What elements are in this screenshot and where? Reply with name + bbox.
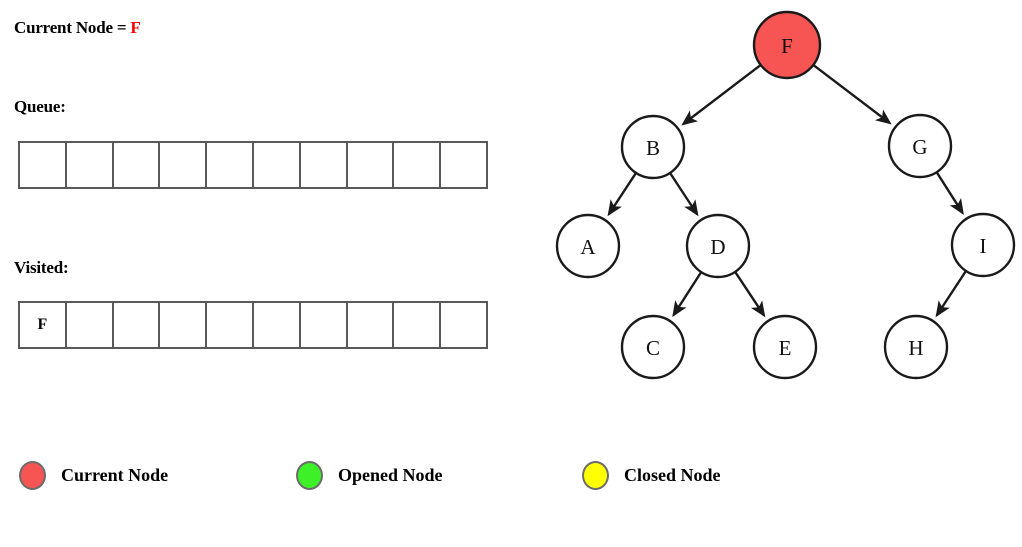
tree-edge bbox=[672, 272, 702, 318]
tree-node-label: C bbox=[646, 336, 660, 360]
tree-node-circle bbox=[555, 213, 621, 279]
visited-cell[interactable] bbox=[301, 303, 348, 347]
tree-node-d[interactable]: D bbox=[685, 213, 751, 279]
legend-item-current-node: Current Node bbox=[19, 455, 168, 495]
tree-edge bbox=[681, 64, 761, 126]
queue-strip[interactable] bbox=[18, 141, 488, 189]
current-node-prefix: Current Node = bbox=[14, 18, 131, 37]
opened-node-swatch-icon bbox=[296, 460, 323, 490]
queue-cell[interactable] bbox=[394, 143, 442, 187]
queue-cell[interactable] bbox=[348, 143, 395, 187]
visited-cell[interactable] bbox=[207, 303, 254, 347]
tree-node-circle bbox=[883, 314, 949, 380]
legend-item-closed-node: Closed Node bbox=[582, 455, 721, 495]
queue-cell[interactable] bbox=[114, 143, 161, 187]
visited-cell[interactable] bbox=[67, 303, 114, 347]
queue-cell[interactable] bbox=[67, 143, 114, 187]
tree-edge bbox=[669, 173, 699, 217]
legend-label-opened-node: Opened Node bbox=[338, 464, 443, 485]
tree-edge bbox=[935, 271, 967, 318]
queue-cell[interactable] bbox=[20, 143, 67, 187]
visited-label: Visited: bbox=[14, 258, 69, 277]
tree-node-label: I bbox=[980, 234, 987, 258]
visited-cell[interactable] bbox=[394, 303, 442, 347]
legend-label-closed-node: Closed Node bbox=[624, 464, 721, 485]
current-node-swatch-icon bbox=[19, 460, 46, 490]
tree-node-circle bbox=[620, 114, 686, 180]
tree-svg: F B G A D I C E H bbox=[555, 10, 1016, 380]
tree-node-h[interactable]: H bbox=[883, 314, 949, 380]
legend-item-opened-node: Opened Node bbox=[296, 455, 443, 495]
queue-label: Queue: bbox=[14, 97, 66, 116]
visited-cell[interactable] bbox=[254, 303, 301, 347]
closed-node-swatch-icon bbox=[582, 460, 609, 490]
tree-node-layer: F B G A D I C E H bbox=[555, 10, 1016, 380]
tree-node-label: G bbox=[912, 135, 927, 159]
tree-node-label: A bbox=[580, 235, 596, 259]
tree-edge bbox=[936, 172, 964, 215]
tree-node-f[interactable]: F bbox=[752, 10, 822, 80]
visited-cell[interactable] bbox=[441, 303, 486, 347]
visited-cell[interactable] bbox=[160, 303, 208, 347]
visited-cell[interactable]: F bbox=[20, 303, 67, 347]
tree-node-circle bbox=[620, 314, 686, 380]
tree-node-circle bbox=[950, 212, 1016, 278]
queue-cell[interactable] bbox=[254, 143, 301, 187]
tree-node-label: F bbox=[781, 34, 793, 58]
tree-node-label: B bbox=[646, 136, 660, 160]
state-panel: Current Node = F Queue: Visited: F bbox=[0, 0, 520, 440]
legend: Current Node Opened Node Closed Node bbox=[0, 455, 1022, 525]
legend-label-current-node: Current Node bbox=[61, 464, 169, 485]
visited-strip[interactable]: F bbox=[18, 301, 488, 349]
tree-edge bbox=[734, 272, 766, 318]
tree-node-a[interactable]: A bbox=[555, 213, 621, 279]
queue-cell[interactable] bbox=[301, 143, 348, 187]
tree-node-label: D bbox=[710, 235, 725, 259]
tree-edge bbox=[607, 173, 637, 217]
tree-node-i[interactable]: I bbox=[950, 212, 1016, 278]
tree-node-c[interactable]: C bbox=[620, 314, 686, 380]
queue-cell[interactable] bbox=[160, 143, 208, 187]
visited-cell[interactable] bbox=[348, 303, 395, 347]
tree-node-circle bbox=[685, 213, 751, 279]
tree-diagram: F B G A D I C E H bbox=[520, 0, 1022, 410]
current-node-value: F bbox=[130, 18, 141, 37]
tree-node-label: E bbox=[779, 336, 792, 360]
visited-cell[interactable] bbox=[114, 303, 161, 347]
tree-node-g[interactable]: G bbox=[887, 113, 953, 179]
tree-node-circle bbox=[887, 113, 953, 179]
tree-node-circle bbox=[752, 10, 822, 80]
current-node-line: Current Node = F bbox=[14, 18, 141, 38]
tree-edge bbox=[813, 64, 892, 125]
tree-node-circle bbox=[752, 314, 818, 380]
queue-cell[interactable] bbox=[207, 143, 254, 187]
queue-cell[interactable] bbox=[441, 143, 486, 187]
tree-edge-layer bbox=[607, 64, 967, 318]
tree-node-e[interactable]: E bbox=[752, 314, 818, 380]
tree-node-b[interactable]: B bbox=[620, 114, 686, 180]
tree-node-label: H bbox=[908, 336, 923, 360]
